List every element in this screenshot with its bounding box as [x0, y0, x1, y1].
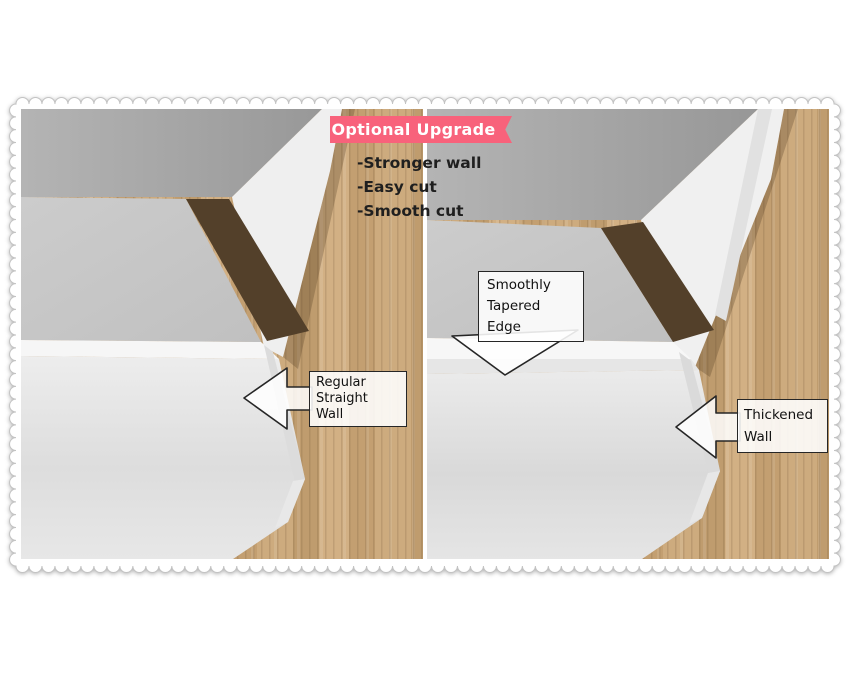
- interior-floor: [21, 197, 261, 342]
- feature-list: -Stronger wall -Easy cut -Smooth cut: [357, 151, 481, 223]
- feature-item: -Stronger wall: [357, 154, 482, 172]
- optional-upgrade-banner: Optional Upgrade: [330, 116, 497, 143]
- wall-shadow-on-wood: [283, 109, 355, 369]
- label-line: Regular: [316, 375, 366, 390]
- corner-shadow-gap: [186, 199, 309, 341]
- foot-bevel-facet: [689, 471, 720, 524]
- foot-bevel-facet: [275, 479, 305, 528]
- label-line: Edge: [487, 319, 521, 335]
- box-render-regular: [21, 109, 355, 559]
- panel-divider: [423, 109, 427, 559]
- feature-item: -Easy cut: [357, 178, 437, 196]
- label-line: Tapered: [487, 298, 541, 314]
- interior-back-wall: [21, 109, 322, 197]
- wall-top-rim: [21, 340, 279, 359]
- tapered-edge-label: Smoothly Tapered Edge: [478, 271, 584, 342]
- corner-shadow-gap: [601, 222, 714, 342]
- label-line: Smoothly: [487, 277, 551, 293]
- interior-back-wall: [427, 109, 758, 220]
- tapered-edge-facet: [715, 109, 772, 321]
- label-line: Wall: [744, 429, 773, 445]
- panel-regular-wall: [21, 109, 423, 559]
- label-line: Wall: [316, 407, 344, 422]
- thickened-wall-label: Thickened Wall: [737, 399, 828, 453]
- regular-wall-label: Regular Straight Wall: [309, 371, 407, 427]
- feature-item: -Smooth cut: [357, 202, 464, 220]
- label-line: Thickened: [744, 407, 814, 423]
- label-line: Straight: [316, 391, 368, 406]
- wall-front-face: [21, 356, 305, 559]
- wall-front-face: [427, 370, 720, 559]
